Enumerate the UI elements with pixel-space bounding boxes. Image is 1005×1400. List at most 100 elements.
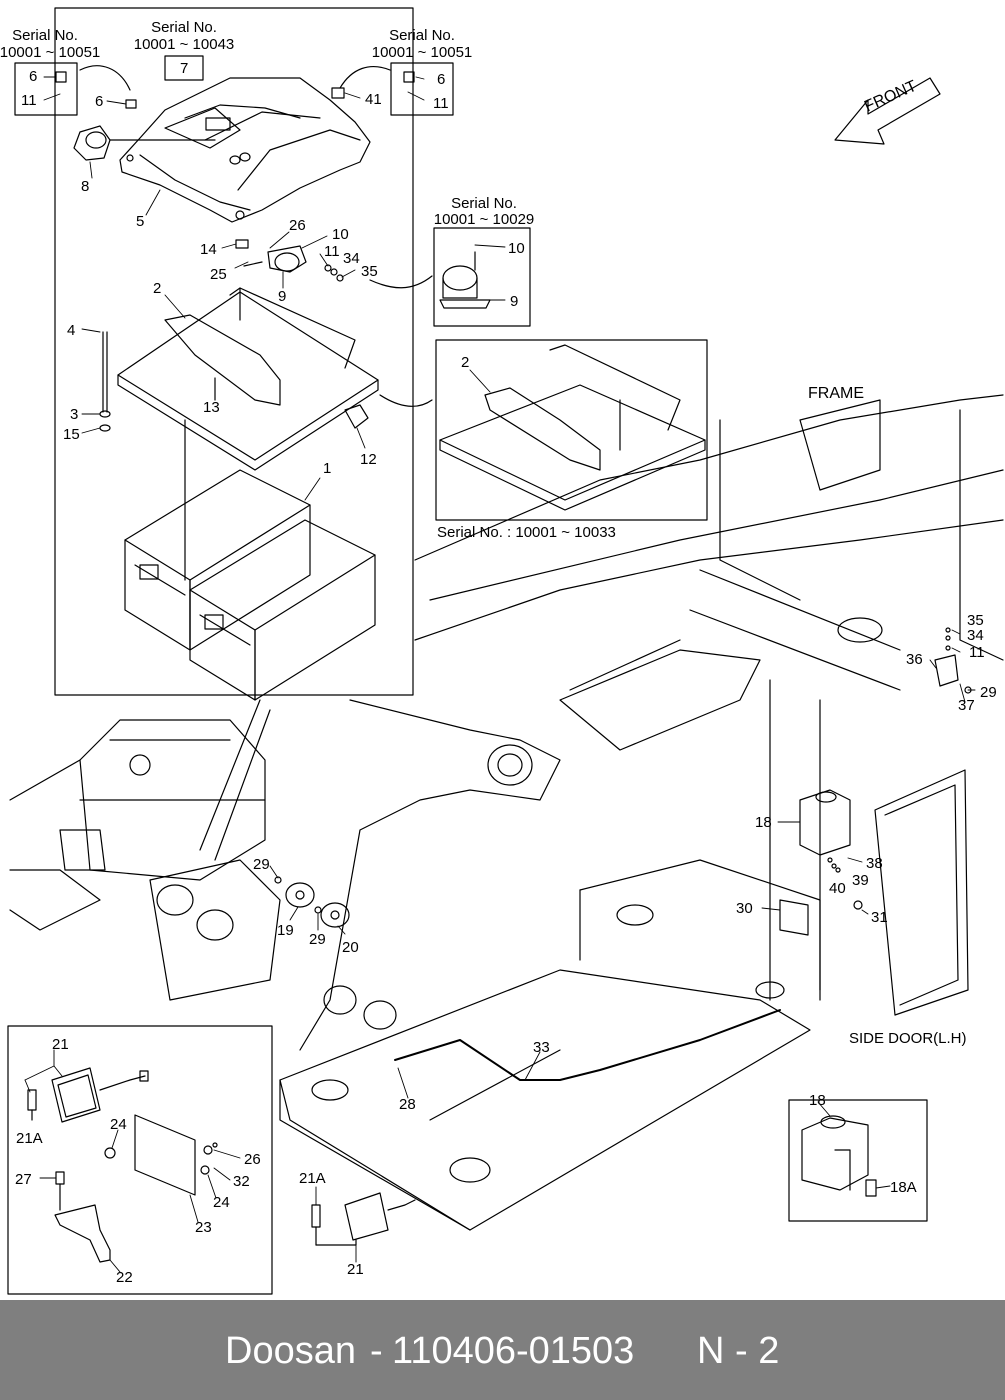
callout-41: 41 [365, 91, 382, 108]
serial-tray-caption: Serial No. : 10001 ~ 10033 [437, 524, 616, 541]
callout-21: 21 [347, 1261, 364, 1278]
serial-range-relay: 10001 ~ 10029 [433, 211, 535, 228]
callout-11: 11 [969, 644, 985, 661]
callout-6: 6 [437, 71, 446, 88]
callout-29: 29 [253, 856, 270, 873]
callout-24: 24 [110, 1116, 127, 1133]
callout-10: 10 [508, 240, 525, 257]
battery-group-frame [54, 7, 414, 696]
serial-title-top-mid: Serial No. [151, 19, 217, 36]
callout-18: 18 [755, 814, 772, 831]
footer-brand: Doosan [225, 1330, 356, 1372]
work-light-inset-frame [7, 1025, 273, 1295]
callout-36: 36 [906, 651, 923, 668]
leader-arrow-relay [369, 275, 433, 289]
boom-frame [149, 699, 561, 1051]
leader-arrow-tray [379, 394, 433, 407]
callout-11: 11 [21, 92, 37, 109]
callout-31: 31 [871, 909, 888, 926]
battery-tray [99, 287, 379, 471]
callout-2: 2 [153, 280, 162, 297]
callout-32: 32 [233, 1173, 250, 1190]
callout-33: 33 [533, 1039, 550, 1056]
tray-inset-frame [435, 339, 708, 521]
callout-1: 1 [323, 460, 332, 477]
lower-frame [279, 859, 821, 1231]
footer-part-number: 110406-01503 [392, 1330, 635, 1372]
callout-34: 34 [967, 627, 984, 644]
callout-3: 3 [70, 406, 79, 423]
callout-18A: 18A [890, 1179, 917, 1196]
callout-27: 27 [15, 1171, 32, 1188]
callout-leaders [24, 76, 976, 1273]
floor-work-light-art [311, 1192, 416, 1246]
relay-assembly [235, 239, 344, 282]
callout-6: 6 [95, 93, 104, 110]
serial-box-top-right [390, 62, 454, 116]
callout-23: 23 [195, 1219, 212, 1236]
serial-title-relay: Serial No. [451, 195, 517, 212]
callout-25: 25 [210, 266, 227, 283]
callout-11: 11 [324, 243, 340, 260]
callout-38: 38 [866, 855, 883, 872]
callout-4: 4 [67, 322, 76, 339]
serial-box-part7 [164, 55, 204, 81]
serial-range-top-left: 10001 ~ 10051 [0, 44, 101, 61]
callout-21A: 21A [299, 1170, 326, 1187]
callout-40: 40 [829, 880, 846, 897]
callout-20: 20 [342, 939, 359, 956]
footer-page: N - 2 [697, 1330, 780, 1372]
callout-26: 26 [244, 1151, 261, 1168]
callout-24: 24 [213, 1194, 230, 1211]
serial-range-top-right: 10001 ~ 10051 [371, 44, 473, 61]
side-door-lh [874, 769, 969, 1016]
callout-35: 35 [361, 263, 378, 280]
callout-8: 8 [81, 178, 90, 195]
callout-13: 13 [203, 399, 220, 416]
callout-9: 9 [278, 288, 287, 305]
parts-diagram [7, 7, 1004, 1295]
callout-22: 22 [116, 1269, 133, 1286]
callout-11: 11 [433, 95, 449, 112]
serial-title-top-left: Serial No. [12, 27, 78, 44]
work-light-inset-art [27, 1067, 218, 1263]
washer-tank-inset-frame [788, 1099, 928, 1222]
callout-6: 6 [29, 68, 38, 85]
callout-37: 37 [958, 697, 975, 714]
batteries [124, 419, 376, 701]
battery-cover [119, 77, 371, 223]
callout-30: 30 [736, 900, 753, 917]
cover-hardware [55, 71, 415, 161]
callout-12: 12 [360, 451, 377, 468]
serial-box-top-left [14, 62, 78, 116]
callout-5: 5 [136, 213, 145, 230]
horns [274, 876, 350, 928]
callout-29: 29 [980, 684, 997, 701]
washer-tank-mounted [779, 789, 863, 936]
serial-title-top-right: Serial No. [389, 27, 455, 44]
callout-29: 29 [309, 931, 326, 948]
callout-39: 39 [852, 872, 869, 889]
upper-frame [414, 394, 1004, 1001]
cab-left [9, 719, 266, 931]
callout-2: 2 [461, 354, 470, 371]
callout-19: 19 [277, 922, 294, 939]
callout-34: 34 [343, 250, 360, 267]
relay-inset-art [439, 251, 491, 309]
serial-range-top-mid: 10001 ~ 10043 [133, 36, 235, 53]
callout-7: 7 [180, 60, 189, 77]
frame-label: FRAME [808, 385, 864, 402]
tray-inset-art [439, 344, 706, 511]
relay-inset-frame [433, 227, 531, 327]
front-arrow-icon [834, 77, 941, 145]
washer-tank-inset-art [801, 1115, 877, 1197]
callout-28: 28 [399, 1096, 416, 1113]
callout-9: 9 [510, 293, 519, 310]
callout-14: 14 [200, 241, 217, 258]
callout-21: 21 [52, 1036, 69, 1053]
callout-15: 15 [63, 426, 80, 443]
callout-10: 10 [332, 226, 349, 243]
side-door-label: SIDE DOOR(L.H) [849, 1030, 967, 1047]
callout-35: 35 [967, 612, 984, 629]
leader-arrow-top-left [79, 65, 131, 91]
